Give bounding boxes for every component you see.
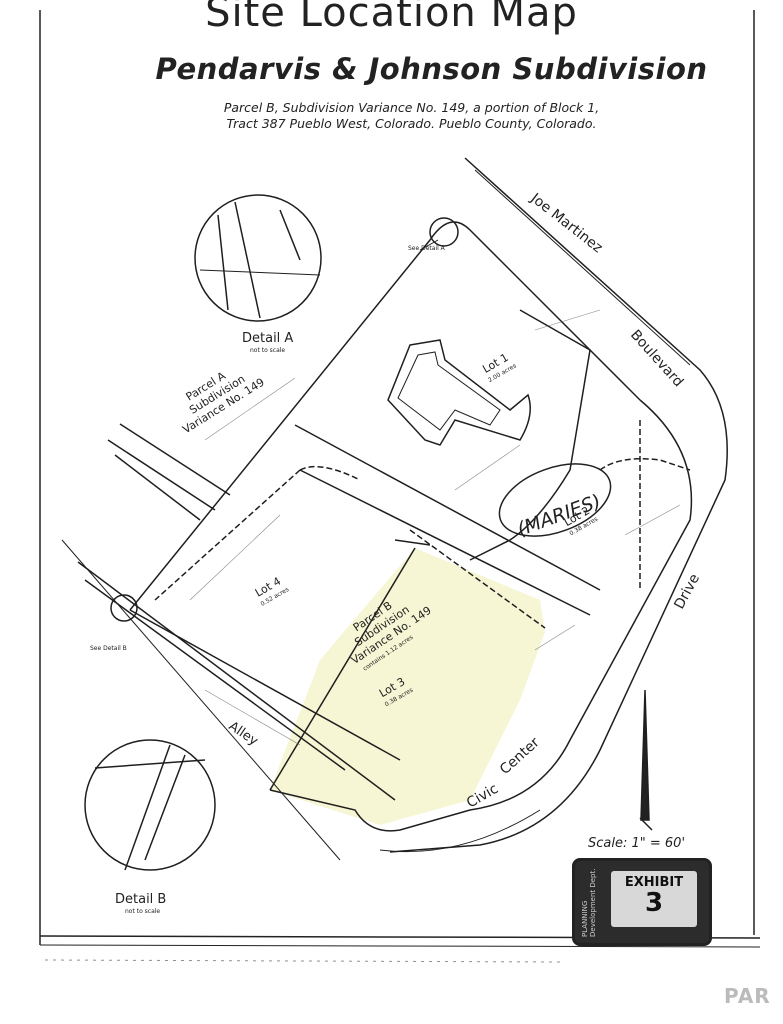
lot-1-label: Lot 1 2.00 acres — [480, 351, 517, 384]
street-joe-martinez: Joe Martinez — [527, 190, 606, 256]
description-line-1: Parcel B, Subdivision Variance No. 149, … — [223, 100, 600, 115]
exhibit-stamp-text: PLANNING Development Dept. — [581, 868, 597, 937]
exhibit-number: 3 — [644, 888, 664, 918]
handwritten-note: (MARIES) — [514, 490, 603, 540]
street-alley: Alley — [226, 719, 261, 749]
parcel-a-label: Parcel A Subdivision Variance No. 149 — [180, 369, 266, 436]
dimension-annotations — [189, 309, 681, 746]
handwritten-oval — [498, 463, 612, 537]
detail-a-circle — [194, 194, 459, 322]
page-frame — [39, 10, 761, 963]
description-line-2: Tract 387 Pueblo West, Colorado. Pueblo … — [226, 116, 597, 131]
subdivision-title: Pendarvis & Johnson Subdivision — [155, 52, 708, 86]
detail-a-title: Detail A — [242, 331, 293, 346]
lot-4-label: Lot 4 0.52 acres — [253, 575, 290, 608]
scale-label: Scale: 1" = 60' — [588, 836, 686, 851]
street-center: Center — [497, 734, 543, 778]
detail-a-note: not to scale — [250, 347, 285, 354]
detail-b-ref: See Detail B — [90, 645, 127, 652]
parcel-b-highlight — [270, 548, 545, 825]
street-boulevard: Boulevard — [627, 327, 686, 390]
detail-b-circle — [84, 594, 216, 871]
detail-b-note: not to scale — [125, 908, 160, 915]
exhibit-stamp: PLANNING Development Dept. EXHIBIT 3 — [572, 858, 712, 946]
watermark-logo: PAR — [724, 984, 771, 1008]
page-title: Site Location Map — [205, 0, 578, 36]
exhibit-label: EXHIBIT — [624, 875, 684, 890]
detail-b-title: Detail B — [115, 892, 166, 907]
property-lines — [61, 157, 728, 861]
parcel-description: Parcel B, Subdivision Variance No. 149, … — [20, 100, 783, 132]
street-drive: Drive — [671, 571, 703, 611]
detail-a-ref: See Detail A — [408, 245, 446, 252]
